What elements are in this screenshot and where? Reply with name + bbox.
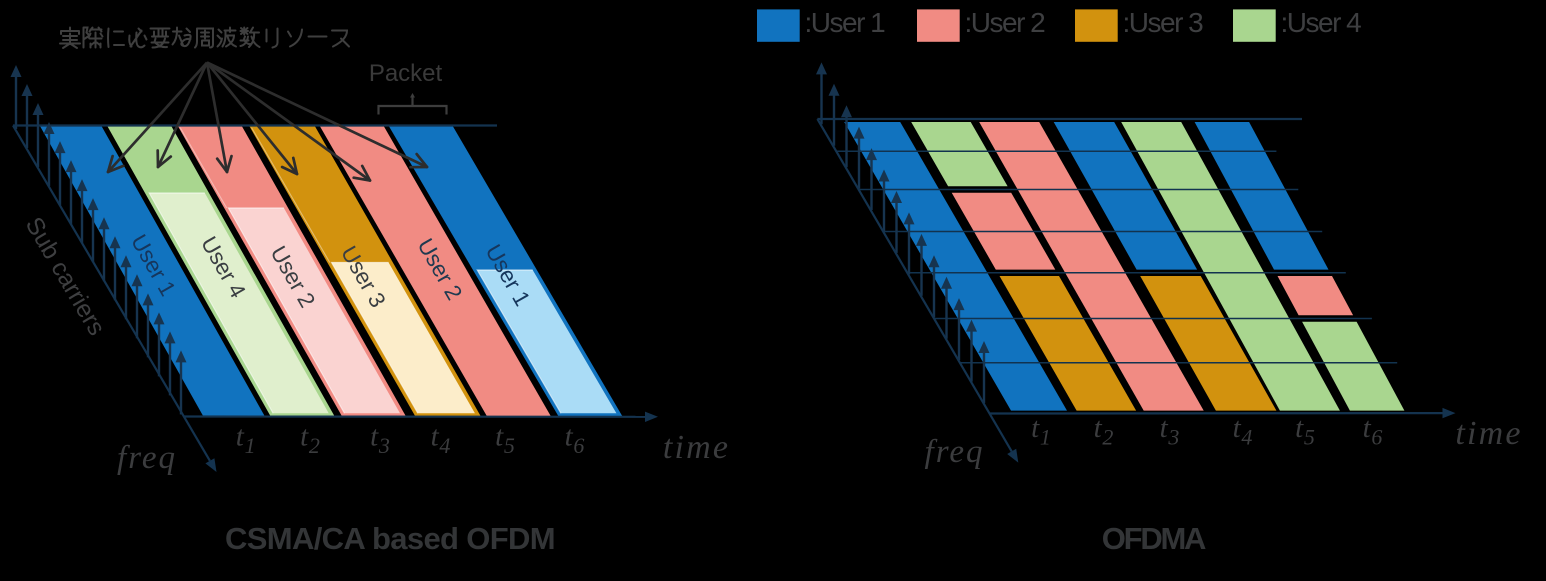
svg-text::User 2: :User 2 <box>965 7 1046 38</box>
svg-text:CSMA/CA based OFDM: CSMA/CA based OFDM <box>225 521 555 556</box>
svg-text:Packet: Packet <box>369 60 443 87</box>
svg-text::User 4: :User 4 <box>1281 7 1362 38</box>
svg-text::User 1: :User 1 <box>805 7 886 38</box>
svg-text:freq: freq <box>925 434 985 470</box>
svg-text:time: time <box>1455 415 1522 452</box>
svg-text:time: time <box>663 429 730 466</box>
svg-text::User 3: :User 3 <box>1123 7 1204 38</box>
svg-text:OFDMA: OFDMA <box>1102 521 1206 556</box>
svg-text:freq: freq <box>117 440 177 476</box>
